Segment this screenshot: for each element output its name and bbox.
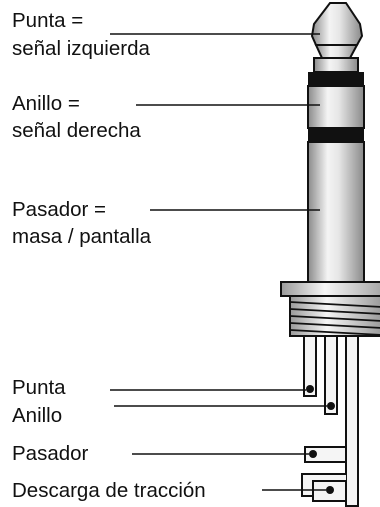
plug-ring — [307, 85, 365, 129]
label-ring-line1: Anillo = — [12, 92, 80, 115]
label-tip-line2: señal izquierda — [12, 37, 150, 60]
plug-thread — [289, 295, 380, 337]
strain-relief-clamp — [301, 473, 347, 502]
sleeve-lug — [304, 335, 359, 507]
label-sleeve-lug: Pasador — [12, 442, 89, 465]
plug-collar — [280, 281, 380, 297]
label-tip-line1: Punta = — [12, 9, 83, 32]
label-sleeve-line2: masa / pantalla — [12, 225, 152, 248]
label-strain-relief: Descarga de tracción — [12, 479, 206, 502]
label-tip-lug: Punta — [12, 376, 66, 399]
label-ring-lug: Anillo — [12, 404, 62, 427]
label-sleeve-line1: Pasador = — [12, 198, 106, 221]
insulator-ring-1 — [308, 72, 364, 86]
insulator-ring-2 — [308, 128, 364, 142]
plug-tip — [310, 2, 364, 73]
tip-lug — [303, 335, 317, 397]
label-ring-line2: señal derecha — [12, 119, 141, 142]
leader-lines — [110, 33, 327, 491]
ring-lug — [324, 335, 338, 415]
plug-sleeve — [307, 141, 365, 283]
